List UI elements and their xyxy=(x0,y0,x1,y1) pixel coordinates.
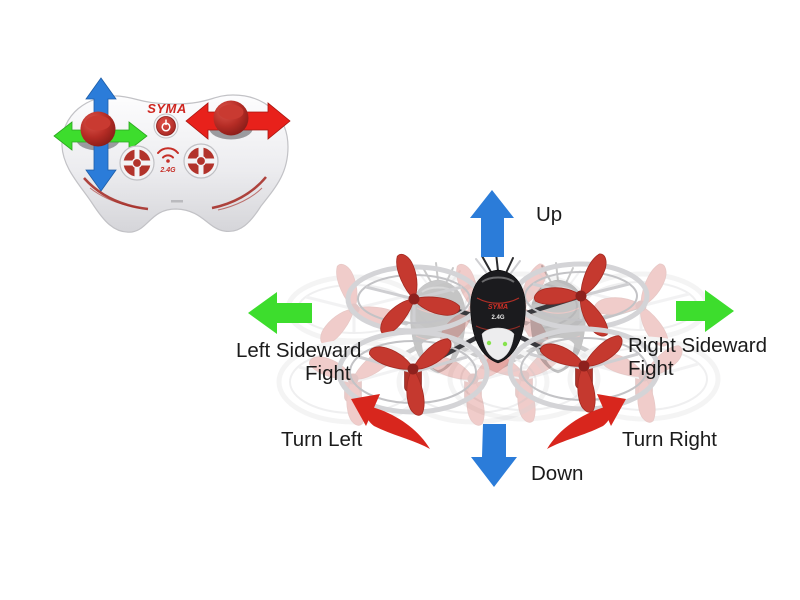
drone-pod-markings: SYMA 2.4G xyxy=(488,304,508,321)
right-trim-pad[interactable] xyxy=(183,143,219,179)
controller-accent-lines xyxy=(83,176,267,211)
controller-brand-text: SYMA xyxy=(147,101,187,116)
turn-left-label: Turn Left xyxy=(281,428,363,451)
turn-right-arrow-icon xyxy=(547,394,626,449)
turn-left-arrow-icon xyxy=(351,394,430,449)
up-label: Up xyxy=(536,203,562,226)
controller-fine-print xyxy=(171,200,183,203)
down-label: Down xyxy=(531,462,583,485)
left-stick[interactable] xyxy=(80,111,116,147)
left-trim-pad[interactable] xyxy=(119,145,155,181)
down-arrow-icon xyxy=(471,424,517,487)
wifi-icon xyxy=(157,147,179,163)
drone-brand-text: SYMA xyxy=(488,304,508,311)
controller-illustration: SYMA 2.4G xyxy=(53,77,291,233)
drone-frequency-text: 2.4G xyxy=(491,315,504,321)
power-icon xyxy=(161,119,171,132)
power-button[interactable] xyxy=(153,113,179,139)
up-arrow-icon xyxy=(470,190,514,257)
drone-illustration: SYMA 2.4G xyxy=(279,235,718,436)
left-sideward-label-line2: Fight xyxy=(305,362,351,385)
right-sideward-label-line2: Fight xyxy=(628,357,674,380)
left-sideward-arrow-icon xyxy=(248,292,312,334)
right-sideward-label-line1: Right Sideward xyxy=(628,334,767,357)
turn-right-label: Turn Right xyxy=(622,428,717,451)
left-sideward-label-line1: Left Sideward xyxy=(236,339,361,362)
right-stick[interactable] xyxy=(213,100,249,136)
controller-frequency-text: 2.4G xyxy=(159,167,176,174)
right-sideward-arrow-icon xyxy=(676,290,734,332)
